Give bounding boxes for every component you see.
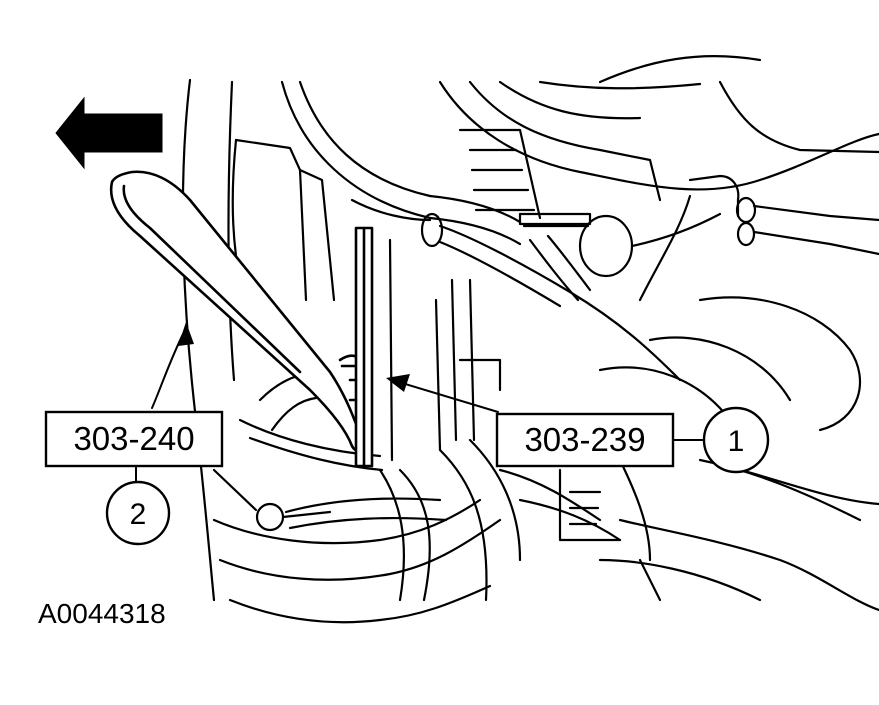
tool-303-239-illustration <box>348 226 374 468</box>
left-arrow-icon <box>55 96 163 170</box>
callout-1-tool-box <box>495 412 675 468</box>
engine-linework <box>181 55 879 624</box>
callout-2-number: 2 <box>130 498 147 531</box>
callout-2-tool-number: 303-240 <box>73 420 194 457</box>
callout-1-tool-number: 303-239 <box>524 421 645 458</box>
callout-2-circle <box>105 480 171 546</box>
callout-1-circle <box>702 406 770 474</box>
leader-arrowhead-1 <box>386 374 410 392</box>
callout-2-tool-box <box>44 410 224 468</box>
callout-1-number: 1 <box>728 425 745 458</box>
callout-1: 303-239 1 <box>495 406 770 474</box>
figure-id-label: A0044318 <box>38 598 166 629</box>
callout-2: 303-240 2 <box>44 410 224 546</box>
leader-arrowhead-2 <box>178 322 194 346</box>
